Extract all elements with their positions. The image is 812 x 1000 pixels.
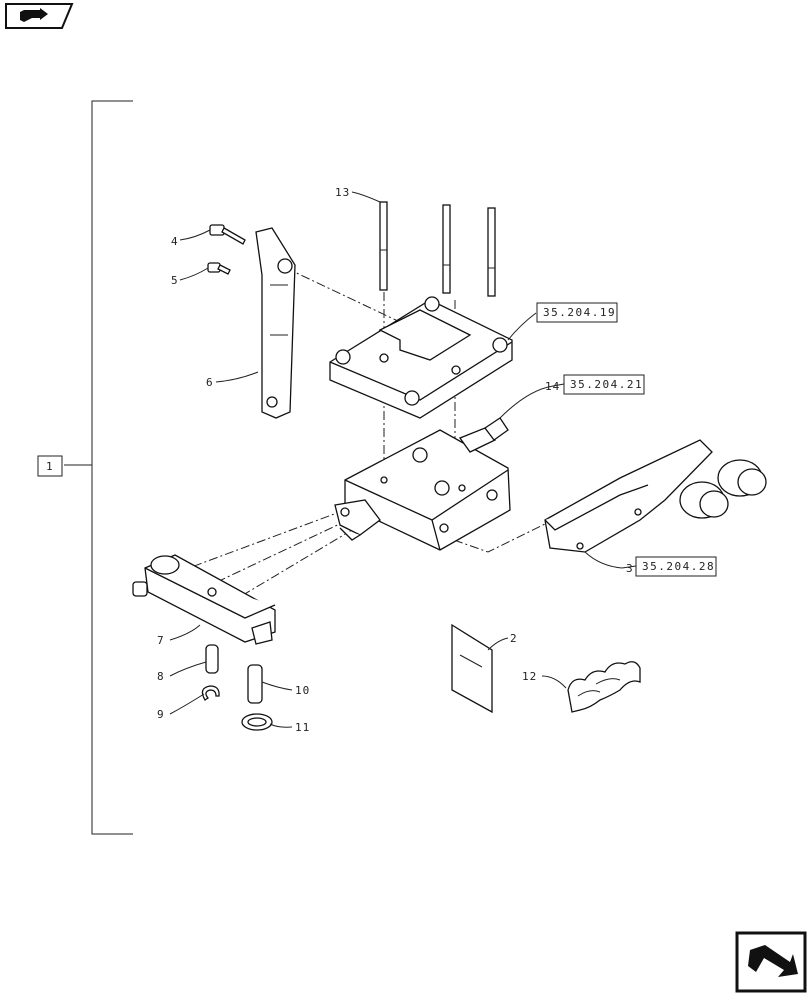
label-card bbox=[451, 623, 493, 714]
callout-labels: 13 4 5 6 14 3 7 8 9 10 11 2 12 bbox=[157, 186, 634, 734]
bolt-part-4 bbox=[209, 224, 246, 245]
reference-link-coupler[interactable]: 35.204.28 bbox=[635, 556, 717, 577]
coupler-port-lower bbox=[679, 481, 729, 519]
coupler-block bbox=[544, 439, 767, 553]
leader-lines bbox=[169, 191, 637, 728]
callout-7: 7 bbox=[157, 634, 165, 647]
clip-part-9 bbox=[201, 685, 220, 701]
reference-cover-text: 35.204.19 bbox=[543, 306, 616, 319]
callout-2: 2 bbox=[510, 632, 518, 645]
stud-bolts bbox=[379, 201, 496, 297]
callout-8: 8 bbox=[157, 670, 165, 683]
callout-1: 1 bbox=[46, 460, 54, 473]
callout-14: 14 bbox=[545, 380, 560, 393]
reference-link-valve[interactable]: 35.204.21 bbox=[563, 374, 645, 395]
coupler-port-upper bbox=[717, 459, 767, 497]
ring-part-11 bbox=[241, 713, 273, 731]
reference-link-cover[interactable]: 35.204.19 bbox=[536, 302, 618, 323]
bottom-nav-button[interactable] bbox=[735, 931, 807, 993]
callout-5: 5 bbox=[171, 274, 179, 287]
pin-part-8 bbox=[205, 644, 219, 674]
hose-clip bbox=[567, 661, 641, 713]
assembly-callout-box: 1 bbox=[37, 455, 63, 477]
top-nav-tab[interactable] bbox=[5, 3, 74, 29]
cover-plate bbox=[329, 296, 513, 419]
callout-6: 6 bbox=[206, 376, 214, 389]
valve-fitting bbox=[484, 417, 509, 441]
assembly-bracket bbox=[64, 100, 133, 835]
reference-coupler-text: 35.204.28 bbox=[642, 560, 715, 573]
lever-link bbox=[255, 227, 296, 419]
callout-12: 12 bbox=[522, 670, 537, 683]
callout-13: 13 bbox=[335, 186, 350, 199]
callout-11: 11 bbox=[295, 721, 310, 734]
reference-valve-text: 35.204.21 bbox=[570, 378, 643, 391]
bolt-part-5 bbox=[207, 262, 231, 275]
callout-10: 10 bbox=[295, 684, 310, 697]
next-arrow-icon bbox=[748, 945, 798, 977]
back-arrow-icon bbox=[20, 8, 48, 22]
control-valve-body bbox=[334, 427, 511, 551]
pivot-arm bbox=[132, 554, 276, 645]
callout-9: 9 bbox=[157, 708, 165, 721]
pin-part-10 bbox=[247, 664, 263, 704]
callout-4: 4 bbox=[171, 235, 179, 248]
callout-3: 3 bbox=[626, 562, 634, 575]
